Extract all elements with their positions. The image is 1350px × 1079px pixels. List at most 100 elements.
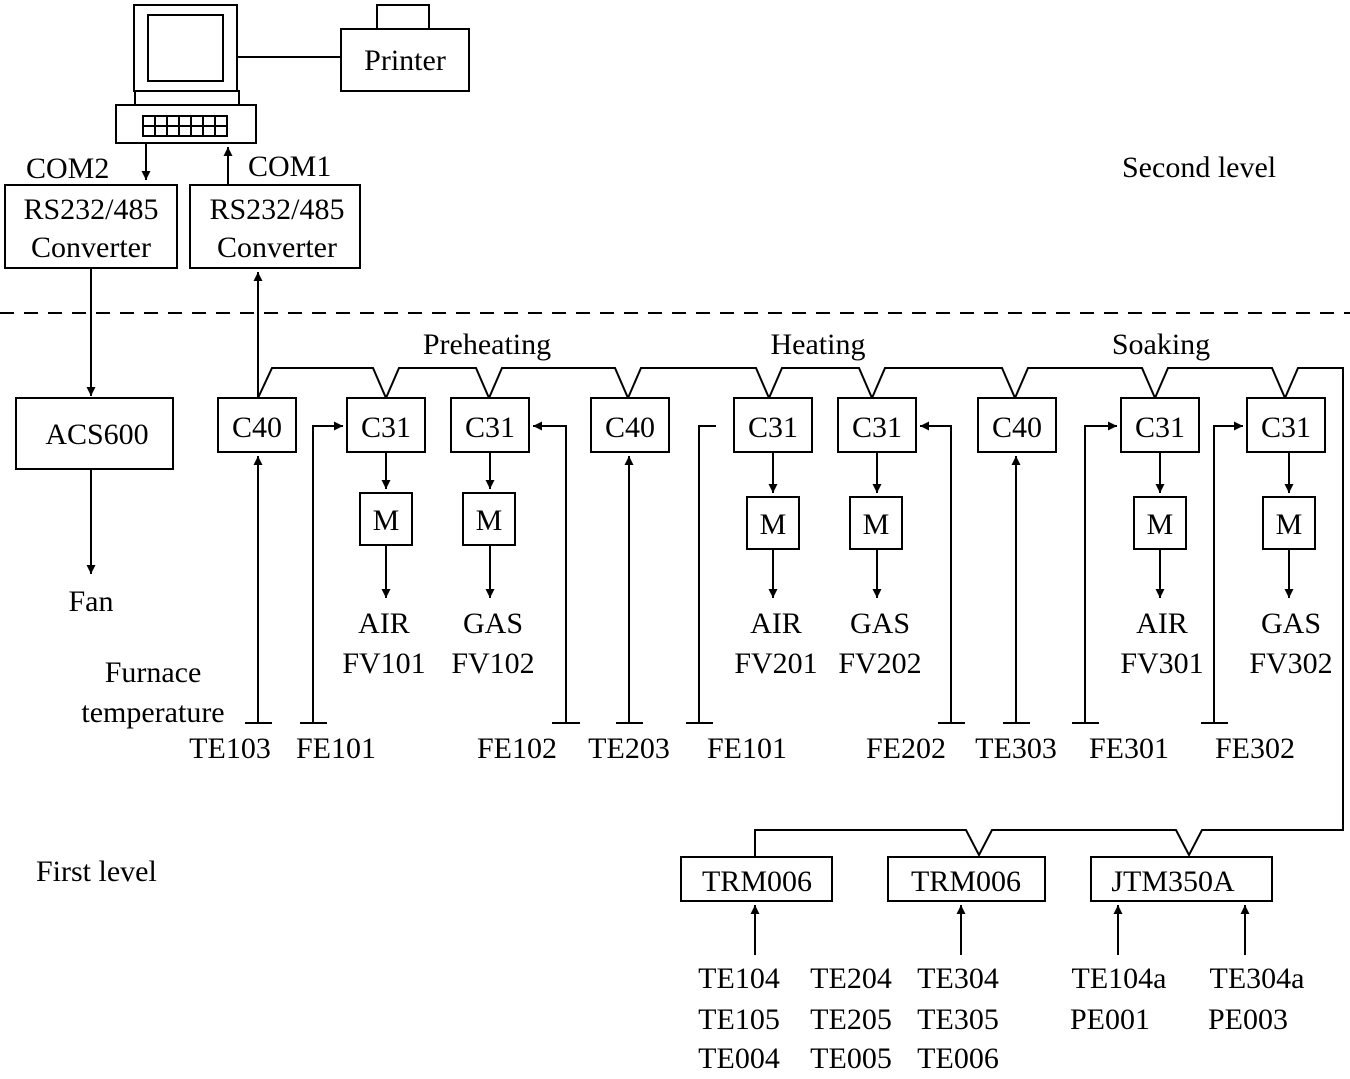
controller-c31-fv301: C31	[1120, 397, 1200, 453]
furnace-temp-line2: temperature	[81, 696, 224, 729]
recorder-inputs-group-1: TE104 TE105 TE004	[698, 962, 780, 1075]
recorder-input-label: TE305	[917, 1003, 999, 1036]
fieldbus-line	[257, 367, 1344, 858]
keyboard-icon	[142, 115, 228, 137]
actuator-label: M	[373, 504, 400, 537]
valve-tag: FV301	[1120, 647, 1203, 680]
controller-c31-fv302: C31	[1246, 397, 1326, 453]
controller-label: C31	[1135, 411, 1185, 444]
recorder-inputs-group-4: TE104a PE001	[1070, 962, 1166, 1036]
recorder-input-label: TE004	[698, 1042, 780, 1075]
valve-fv302: GAS FV302	[1249, 607, 1332, 680]
controller-label: C31	[361, 411, 411, 444]
furnace-temp-line1: Furnace	[105, 656, 202, 689]
valve-medium: AIR	[1136, 607, 1188, 640]
controller-label: C40	[992, 411, 1042, 444]
valve-fv201: AIR FV201	[734, 607, 817, 680]
recorder-label: JTM350A	[1111, 865, 1235, 898]
actuator-fv301: M	[1133, 452, 1187, 598]
sensor-label: TE203	[588, 732, 670, 765]
recorder-input-label: PE001	[1070, 1003, 1150, 1036]
sensor-label: FE102	[477, 732, 557, 765]
recorder-input-label: TE105	[698, 1003, 780, 1036]
printer-label: Printer	[364, 44, 446, 77]
sensor-label: TE303	[975, 732, 1057, 765]
com1-label: COM1	[248, 150, 331, 183]
controller-c40-heating: C40	[590, 397, 670, 453]
com2-label: COM2	[26, 152, 109, 185]
valve-tag: FV102	[451, 647, 534, 680]
controller-c31-fv102: C31	[450, 397, 530, 453]
recorder-inputs-group-2: TE204 TE205 TE005	[810, 962, 892, 1075]
recorder-input-label: TE006	[917, 1042, 999, 1075]
actuator-fv202: M	[849, 452, 903, 598]
actuator-fv201: M	[746, 452, 800, 598]
acs600-drive: ACS600	[15, 397, 174, 470]
controller-label: C31	[852, 411, 902, 444]
valve-fv101: AIR FV101	[342, 607, 425, 680]
sensor-label: TE103	[189, 732, 271, 765]
controller-label: C40	[232, 411, 282, 444]
actuator-label: M	[760, 508, 787, 541]
actuator-fv302: M	[1262, 452, 1316, 598]
sensor-label: FE301	[1089, 732, 1169, 765]
valve-fv301: AIR FV301	[1120, 607, 1203, 680]
actuator-label: M	[863, 508, 890, 541]
recorder-input-label: TE304	[917, 962, 999, 995]
recorder-input-label: TE104	[698, 962, 780, 995]
converter-com2-line2: Converter	[31, 231, 151, 264]
controller-c31-fv202: C31	[837, 397, 917, 453]
valve-medium: AIR	[358, 607, 410, 640]
controller-label: C31	[465, 411, 515, 444]
converter-com2-line1: RS232/485	[23, 193, 158, 226]
controller-label: C31	[748, 411, 798, 444]
acs600-label: ACS600	[45, 418, 148, 451]
converter-com2: RS232/485 Converter	[4, 184, 178, 269]
valve-medium: GAS	[1261, 607, 1321, 640]
valve-medium: GAS	[850, 607, 910, 640]
actuator-fv102: M	[462, 452, 516, 598]
recorder-input-label: TE304a	[1210, 962, 1305, 995]
sensor-label: FE302	[1215, 732, 1295, 765]
valve-tag: FV201	[734, 647, 817, 680]
actuator-label: M	[1276, 508, 1303, 541]
recorder-label: TRM006	[911, 865, 1021, 898]
converter-com1-line2: Converter	[217, 231, 337, 264]
valve-fv202: GAS FV202	[838, 607, 921, 680]
sensor-label: FE101	[296, 732, 376, 765]
zone-label-heating: Heating	[771, 328, 866, 361]
sensor-label: FE101	[707, 732, 787, 765]
sensor-lines	[245, 426, 1243, 724]
valve-tag: FV302	[1249, 647, 1332, 680]
host-computer	[115, 4, 257, 144]
valve-tag: FV202	[838, 647, 921, 680]
recorder-jtm350a: JTM350A	[1090, 856, 1273, 902]
second-level-label: Second level	[1122, 151, 1276, 184]
recorder-label: TRM006	[702, 865, 812, 898]
actuator-label: M	[1147, 508, 1174, 541]
fan-label: Fan	[69, 585, 114, 618]
controller-c31-fv101: C31	[346, 397, 426, 453]
valve-medium: GAS	[463, 607, 523, 640]
valve-tag: FV101	[342, 647, 425, 680]
actuator-fv101: M	[359, 452, 413, 598]
recorder-input-label: TE005	[810, 1042, 892, 1075]
recorder-trm006-b: TRM006	[887, 856, 1046, 902]
converter-com1-line1: RS232/485	[209, 193, 344, 226]
printer: Printer	[340, 4, 470, 92]
recorder-trm006-a: TRM006	[680, 856, 833, 902]
controller-c31-fv201: C31	[733, 397, 813, 453]
controller-c40-soaking: C40	[977, 397, 1057, 453]
zone-label-soaking: Soaking	[1112, 328, 1210, 361]
valve-medium: AIR	[750, 607, 802, 640]
controller-c40-preheating: C40	[217, 397, 297, 453]
valve-fv102: GAS FV102	[451, 607, 534, 680]
recorder-inputs-group-3: TE304 TE305 TE006	[917, 962, 999, 1075]
recorder-input-label: TE204	[810, 962, 892, 995]
first-level-label: First level	[36, 855, 157, 888]
sensor-label: FE202	[866, 732, 946, 765]
converter-com1: RS232/485 Converter	[189, 184, 361, 269]
actuator-label: M	[476, 504, 503, 537]
recorder-inputs-group-5: TE304a PE003	[1208, 962, 1304, 1036]
